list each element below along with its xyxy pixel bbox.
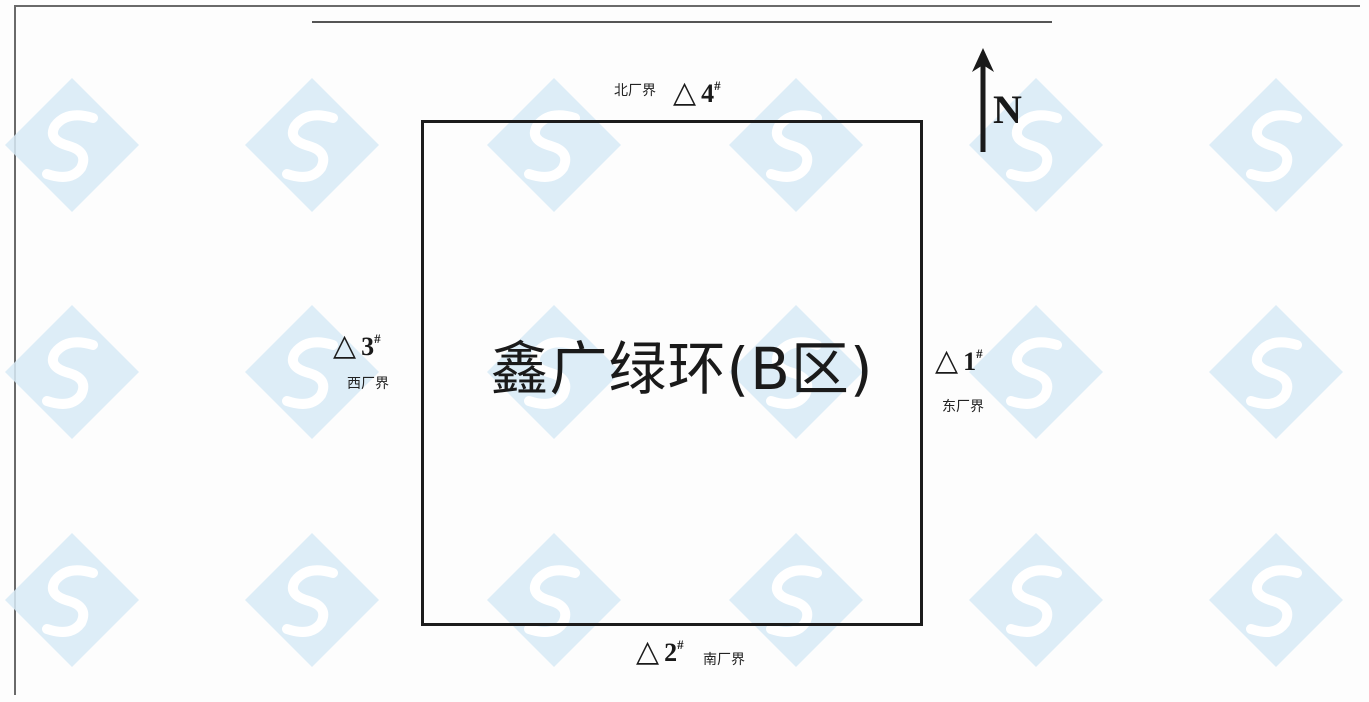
point-mark: # [714,78,721,93]
boundary-label-north: 北厂界 [614,83,656,99]
point-mark: # [976,346,983,361]
point-mark: # [677,637,684,652]
monitor-point-3: △ 3# [333,328,381,363]
point-mark: # [374,331,381,346]
boundary-label-west: 西厂界 [347,376,389,392]
north-label: N [993,87,1022,132]
triangle-icon: △ [636,634,660,669]
triangle-icon: △ [333,328,357,363]
monitor-point-2: △ 2# [636,634,684,669]
top-rule [312,21,1052,23]
site-boundary-box [421,120,923,626]
monitor-point-4: △ 4# [673,75,721,110]
north-arrow-icon [972,48,994,152]
monitor-point-1: △ 1# [935,343,983,378]
point-number: 4 [701,79,715,108]
point-number: 3 [361,332,375,361]
triangle-icon: △ [935,343,959,378]
point-number: 2 [664,638,678,667]
point-number: 1 [963,347,977,376]
boundary-label-east: 东厂界 [942,399,984,415]
site-name: 鑫广绿环(B区) [490,335,874,403]
boundary-label-south: 南厂界 [703,652,745,668]
triangle-icon: △ [673,75,697,110]
